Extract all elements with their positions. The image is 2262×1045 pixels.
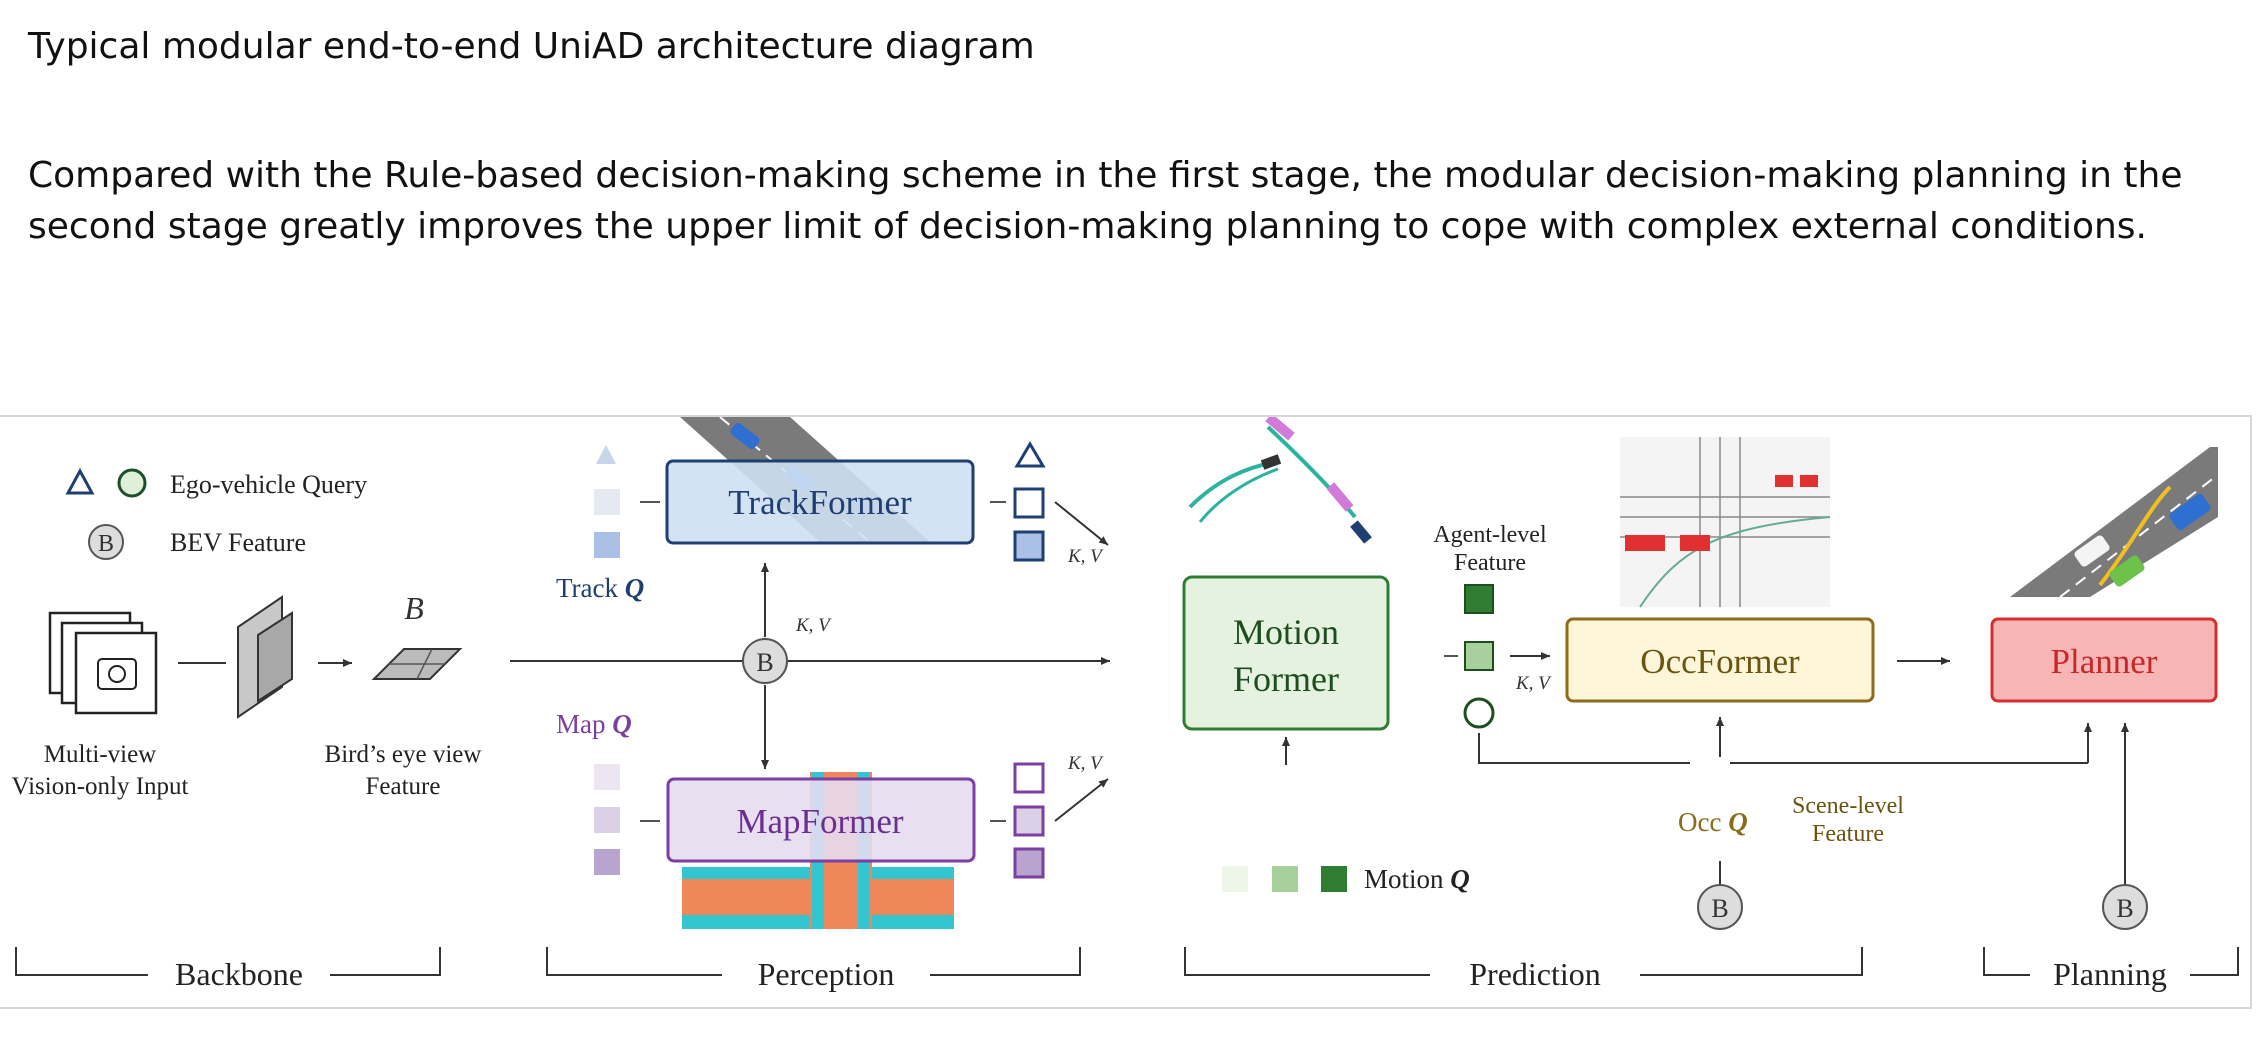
planner-box (1990, 617, 2218, 703)
map-query-square-icon (594, 764, 620, 790)
agent-level-label-line1: Agent-level (1433, 522, 1547, 548)
map-q-label: Map Q (556, 709, 632, 739)
motion-former-label-line1: Motion (1233, 612, 1339, 652)
agent-feature-circle-icon (1463, 697, 1495, 729)
description-line-2: second stage greatly improves the upper … (28, 206, 2147, 247)
description-paragraph: Compared with the Rule-based decision-ma… (28, 150, 2228, 252)
page-heading: Typical modular end-to-end UniAD archite… (28, 26, 1035, 67)
scene-level-label-line2: Feature (1812, 821, 1884, 847)
track-query-triangle-icon (596, 445, 616, 464)
map-kv-label: K, V (1067, 753, 1104, 774)
track-query-square-icon (594, 532, 620, 558)
scene-level-label-line1: Scene-level (1792, 793, 1904, 819)
track-output-square-icon (1013, 487, 1045, 519)
occformer-label: OccFormer (1640, 642, 1800, 681)
legend-bev-circle-icon (88, 524, 124, 560)
trackformer-label: TrackFormer (728, 483, 912, 522)
input-label-line2: Vision-only Input (12, 773, 189, 800)
bev-label-line2: Feature (366, 773, 441, 800)
prediction-bev-node (1697, 884, 1743, 930)
map-query-square-icon (594, 807, 620, 833)
motion-query-square-icon (1272, 866, 1298, 892)
stage-planning-label: Planning (2053, 956, 2167, 992)
cnn-backbone-icon (237, 595, 293, 719)
occ-q-label: Occ Q (1678, 807, 1748, 837)
description-line-1: Compared with the Rule-based decision-ma… (28, 155, 2183, 196)
track-query-square-icon (594, 489, 620, 515)
agent-feature-square-icon (1464, 641, 1494, 671)
ego-circle-icon (117, 468, 147, 498)
motion-query-square-icon (1321, 866, 1347, 892)
legend-bev-feature: BEV Feature (170, 528, 306, 557)
map-output-square-icon (1013, 762, 1045, 794)
planning-bev-node (2102, 884, 2148, 930)
agent-feature-square-icon (1464, 584, 1494, 614)
map-query-square-icon (594, 849, 620, 875)
prediction-kv-label: K, V (1515, 673, 1552, 694)
perception-bev-node (742, 638, 788, 684)
uniad-architecture-figure: Ego-vehicle Query B BEV Feature B Multi-… (0, 413, 2252, 1009)
architecture-diagram: Ego-vehicle Query B BEV Feature B Multi-… (12, 413, 2239, 992)
bev-grid-icon (371, 648, 463, 680)
legend-ego-query: Ego-vehicle Query (170, 470, 367, 499)
agent-level-label-line2: Feature (1454, 550, 1526, 576)
planning-b-label: B (2116, 894, 2133, 923)
prediction-b-label: B (1711, 894, 1728, 923)
motion-former-box (1182, 575, 1390, 731)
motion-q-label: Motion Q (1364, 864, 1470, 894)
occformer-box (1565, 617, 1875, 703)
stage-backbone-label: Backbone (175, 956, 303, 992)
track-q-label: Track Q (556, 573, 644, 603)
camera-stack-icon (48, 611, 158, 715)
track-output-triangle-icon (1014, 441, 1046, 468)
stage-prediction-label: Prediction (1469, 956, 1601, 992)
perception-b-label: B (756, 648, 773, 677)
backbone-section: B Multi-view Vision-only Input Bird’s ey… (12, 590, 482, 800)
legend-bev-symbol: B (98, 531, 114, 557)
planner-label: Planner (2051, 642, 2158, 681)
mapformer-box (666, 777, 976, 863)
planning-scene-image (2010, 447, 2218, 598)
stage-perception-label: Perception (758, 956, 895, 992)
ego-triangle-icon (65, 467, 95, 495)
map-output-square-icon (1013, 847, 1045, 879)
map-output-square-icon (1013, 805, 1045, 837)
track-output-square-icon (1013, 530, 1045, 562)
occupancy-scene-image (1620, 437, 1831, 608)
motion-query-square-icon (1222, 866, 1248, 892)
perception-section: TrackFormer Track Q K, V B K, V MapForme… (510, 416, 1110, 929)
mapformer-label: MapFormer (736, 802, 904, 841)
bev-letter: B (404, 590, 424, 626)
track-kv-label: K, V (1067, 546, 1104, 567)
prediction-section: Motion Former Motion Q Agent-level Featu… (1182, 413, 2092, 930)
legend: Ego-vehicle Query B BEV Feature (65, 467, 367, 560)
planning-section: Planner B (1990, 447, 2218, 930)
motion-former-label-line2: Former (1233, 659, 1339, 699)
motion-trajectory-image (1188, 413, 1372, 544)
bev-label-line1: Bird’s eye view (325, 741, 482, 768)
stage-brackets: Backbone Perception Prediction Planning (15, 947, 2239, 992)
input-label-line1: Multi-view (44, 741, 157, 768)
trackformer-box (665, 459, 975, 545)
perception-kv-label: K, V (795, 615, 832, 636)
